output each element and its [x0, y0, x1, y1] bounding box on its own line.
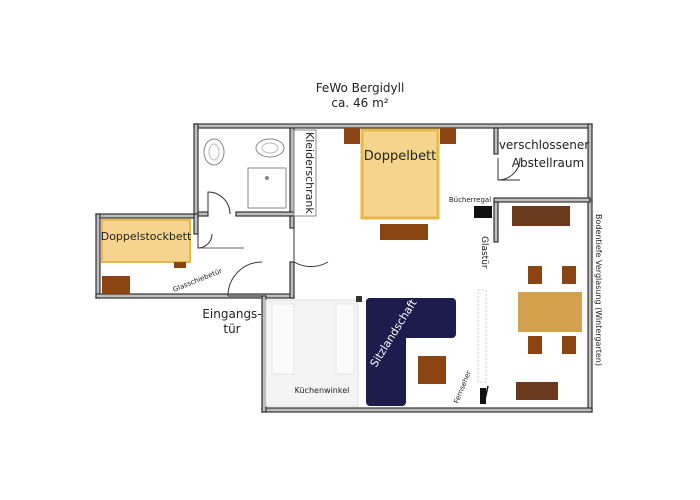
glasschiebetuer-label: Glasschiebetür — [172, 267, 224, 294]
plan-title: FeWo Bergidyll — [316, 81, 405, 95]
entry-door-icon — [227, 261, 263, 297]
kleiderschrank-label: Kleiderschrank — [303, 132, 316, 214]
kitchen: Küchenwinkel — [265, 299, 359, 407]
nightstand-right — [440, 128, 456, 144]
bunk-ladder — [174, 262, 186, 268]
bunk-cabinet — [102, 276, 130, 294]
verglasung-label: Bodentiefe Verglasung (Wintergarten) — [594, 214, 603, 366]
door-icon — [207, 191, 231, 215]
tv-arrow-icon — [483, 385, 489, 405]
abstellraum-label-2: Abstellraum — [512, 156, 584, 170]
bathroom — [203, 138, 287, 215]
eingang-label-1: Eingangs- — [202, 307, 261, 321]
nightstand-left — [344, 128, 360, 144]
wintergarten — [512, 206, 582, 400]
hall-door-icon — [293, 228, 329, 268]
walls — [95, 123, 593, 413]
fernseher-label: Fernseher — [452, 369, 472, 404]
coffee-table — [418, 356, 446, 384]
dresser — [380, 224, 428, 240]
buecherregal-label: Bücherregal — [449, 196, 491, 204]
doppelstockbett-label: Doppelstockbett — [101, 230, 192, 243]
sofa-area: Sitzlandschaft — [366, 297, 456, 406]
shower-icon — [247, 167, 287, 209]
plan-area: ca. 46 m² — [331, 96, 388, 110]
glass-partition — [477, 289, 487, 383]
kitchen-post — [356, 296, 362, 302]
glastuer-label: Glastür — [479, 236, 489, 269]
double-bed — [360, 128, 440, 220]
doppelbett-label: Doppelbett — [364, 149, 437, 164]
dsb-door-icon — [197, 233, 213, 249]
abstellraum-label-1: verschlossener — [499, 138, 589, 152]
wardrobe — [293, 129, 317, 217]
kuechenwinkel-label: Küchenwinkel — [295, 386, 350, 395]
bunk-bed — [101, 219, 191, 263]
eingang-label-2: tür — [223, 322, 240, 336]
bookshelf — [474, 206, 492, 218]
tv-icon — [480, 388, 486, 404]
